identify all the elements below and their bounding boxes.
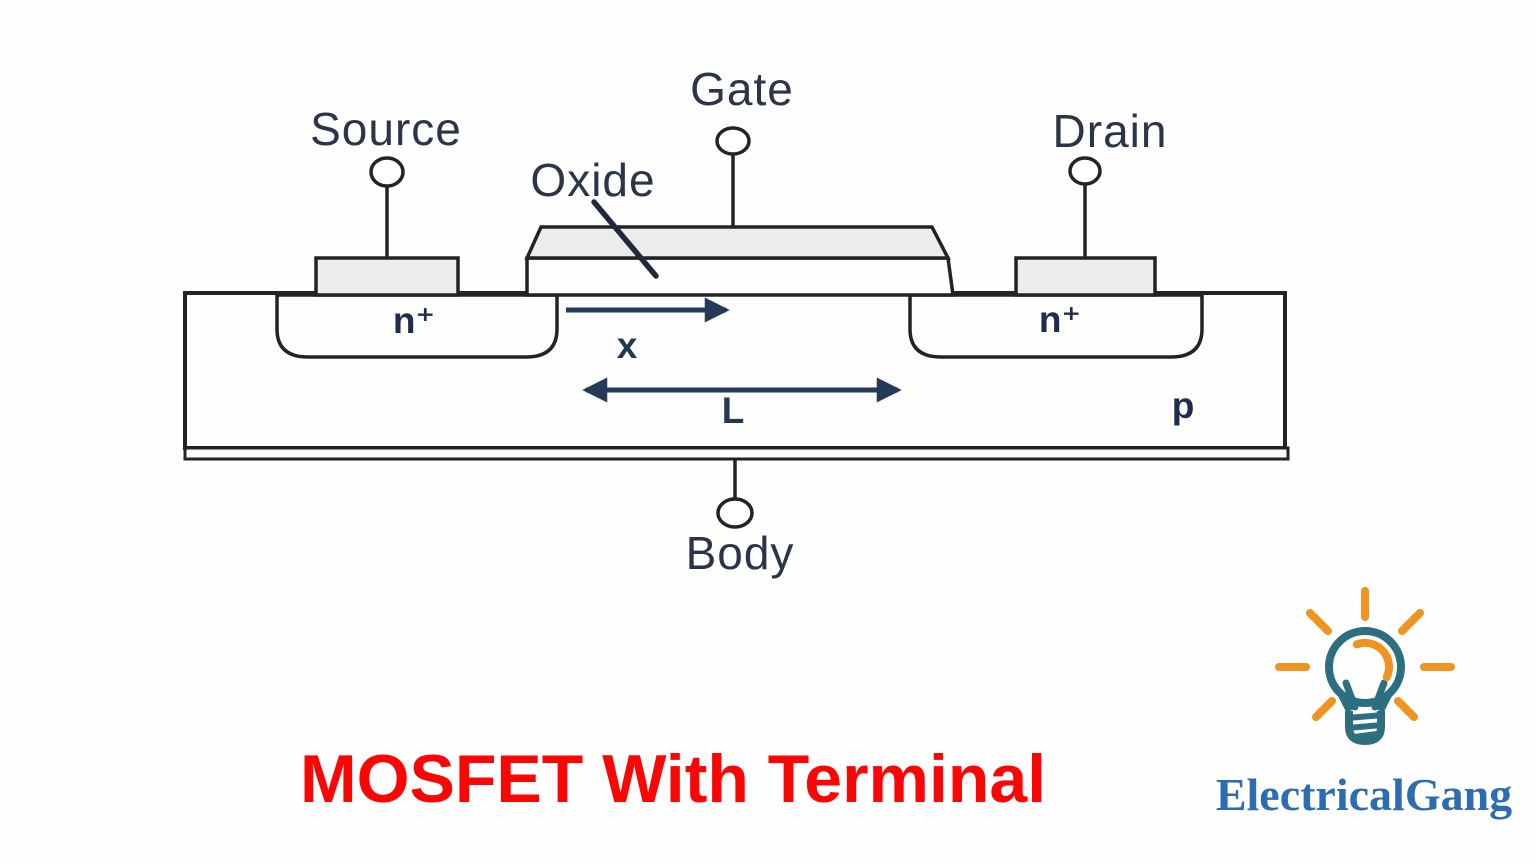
brand-name: ElectricalGang [1215,769,1513,820]
n-plus-drain-label: n⁺ [1038,299,1082,340]
page-title: MOSFET With Terminal [300,741,1047,817]
drain-label: Drain [1052,105,1168,157]
source-label: Source [310,103,462,155]
n-plus-source-label: n⁺ [392,300,436,341]
p-substrate-label: p [1171,385,1195,426]
gate-electrode [524,225,951,260]
body-contact-strip [183,446,1290,461]
terminal-leads [385,155,1087,499]
x-dimension-label: x [616,325,638,366]
n-plus-source-region [275,293,559,359]
channel-length-label: L [721,390,745,431]
gate-oxide-layer [525,256,956,297]
gate-label: Gate [690,63,794,115]
electricalgang-logo: ElectricalGang [1192,580,1536,840]
source-contact [314,256,460,297]
drain-contact [1014,256,1157,297]
lightbulb-glass [1325,627,1405,746]
lightbulb-rays [1275,587,1455,721]
gate-terminal-circle [715,126,751,156]
drain-terminal-circle [1068,156,1102,186]
body-label: Body [685,527,795,579]
body-terminal-circle [716,497,754,529]
n-plus-drain-region [908,293,1204,359]
oxide-pointer-line [591,199,659,279]
terminal-circles [369,126,1102,529]
lightbulb-shine-arc [1352,638,1394,682]
oxide-label: Oxide [530,154,656,206]
source-terminal-circle [369,156,405,188]
lightbulb-icon [1275,587,1455,746]
